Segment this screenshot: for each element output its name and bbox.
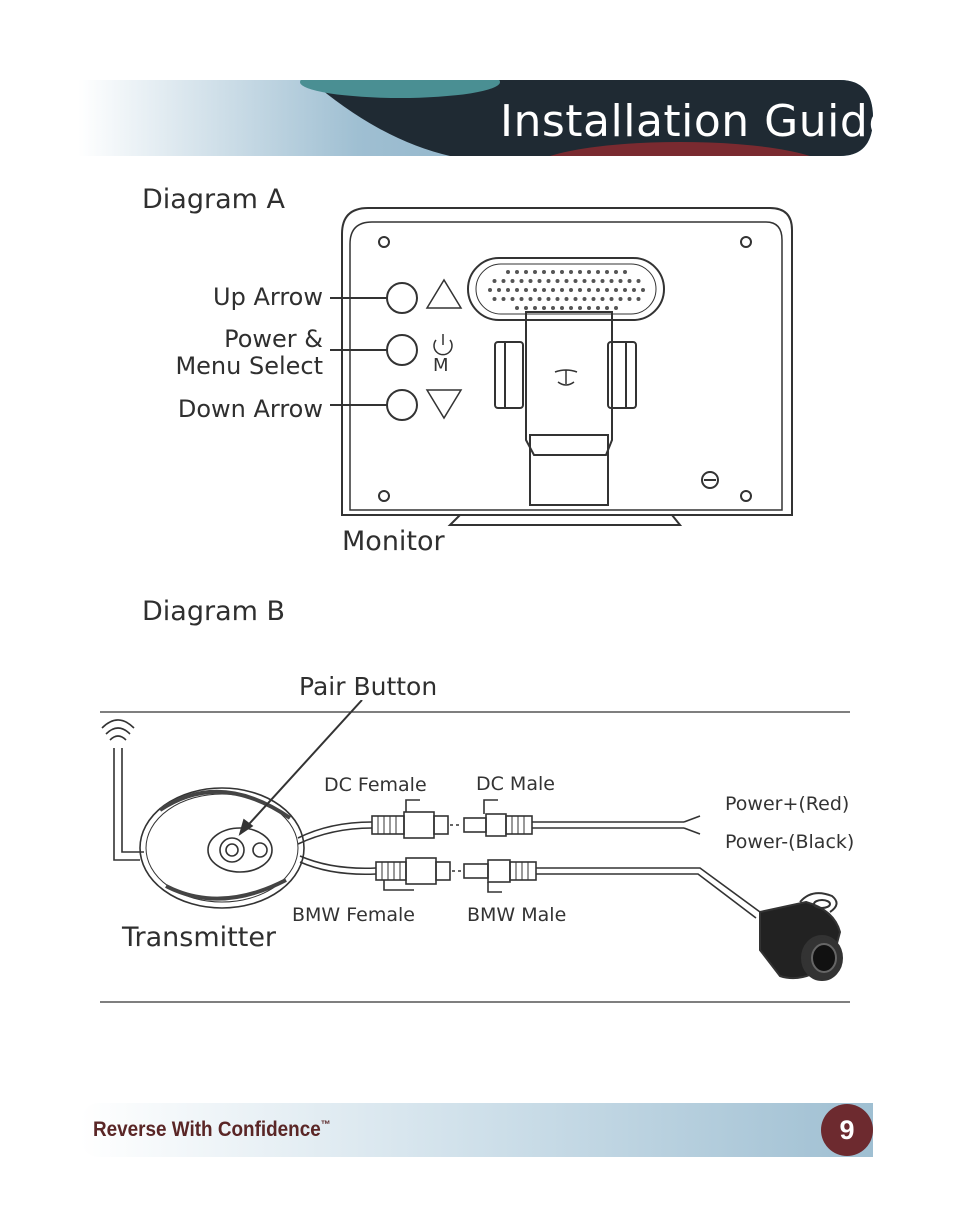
power-positive-label: Power+(Red)	[725, 793, 850, 815]
monitor-label: Monitor	[342, 526, 445, 557]
pair-button-label: Pair Button	[299, 672, 438, 701]
page-number-badge: 9	[821, 1104, 873, 1156]
transmitter-label: Transmitter	[122, 922, 277, 953]
monitor-illustration	[330, 207, 793, 526]
footer-banner	[80, 1103, 873, 1157]
dc-female-label: DC Female	[324, 774, 427, 796]
diagram-a-heading: Diagram A	[142, 184, 285, 215]
bmw-female-label: BMW Female	[292, 904, 415, 926]
dc-male-label: DC Male	[476, 773, 555, 795]
transmitter-wiring-illustration	[100, 700, 850, 1003]
power-label-line2: Menu Select	[175, 352, 323, 380]
diagram-b-heading: Diagram B	[142, 596, 286, 627]
power-label-line1: Power &	[224, 325, 323, 353]
page-title: Installation Guide	[500, 96, 896, 147]
header-banner	[78, 80, 873, 156]
menu-glyph: M	[433, 355, 449, 376]
power-negative-label: Power-(Black)	[725, 831, 855, 853]
bmw-male-label: BMW Male	[467, 904, 567, 926]
up-arrow-label: Up Arrow	[213, 283, 323, 311]
footer-brand: Reverse With Confidence™	[93, 1118, 331, 1141]
down-arrow-label: Down Arrow	[177, 395, 323, 423]
